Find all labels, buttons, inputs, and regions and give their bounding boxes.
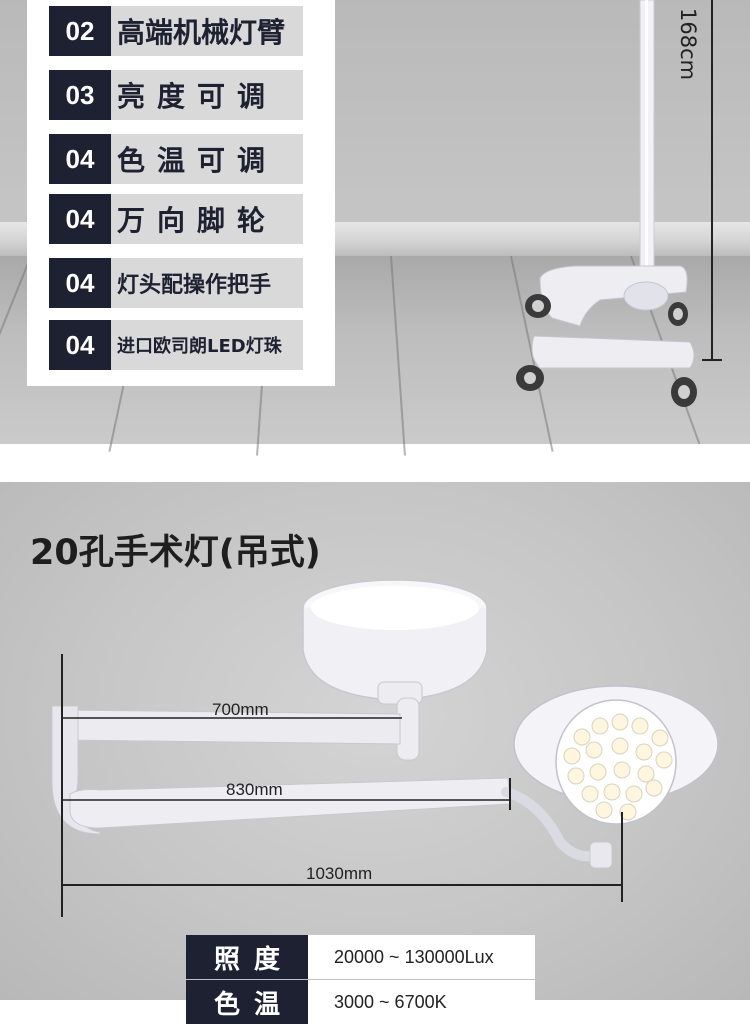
spec-key: 色温 bbox=[186, 980, 308, 1024]
feature-label: 灯头配操作把手 bbox=[117, 273, 272, 298]
feature-item: 04 色温可调 bbox=[49, 134, 303, 184]
product-title: 20孔手术灯(吊式) bbox=[30, 533, 321, 573]
feature-item: 03 亮度可调 bbox=[49, 70, 303, 120]
mobile-lamp-section: 168cm 02 高端机械灯臂 03 亮度可调 04 色温可调 04 万向脚轮 … bbox=[0, 0, 750, 456]
spec-key: 照度 bbox=[186, 935, 308, 979]
feature-number: 02 bbox=[49, 6, 111, 56]
total-length-dimension: 1030mm bbox=[306, 864, 373, 883]
mobile-stand-illustration bbox=[516, 0, 722, 407]
feature-label: 高端机械灯臂 bbox=[117, 16, 286, 49]
feature-number: 03 bbox=[49, 70, 111, 120]
feature-number: 04 bbox=[49, 134, 111, 184]
spec-row: 色温 3000 ~ 6700K bbox=[186, 980, 535, 1024]
upper-arm-dimension: 700mm bbox=[212, 700, 269, 719]
feature-label: 亮度可调 bbox=[117, 80, 278, 113]
feature-number: 04 bbox=[49, 258, 111, 308]
stand-height-label: 168cm bbox=[676, 8, 700, 81]
feature-label: 进口欧司朗LED灯珠 bbox=[117, 336, 282, 357]
feature-number: 04 bbox=[49, 320, 111, 370]
feature-item: 04 灯头配操作把手 bbox=[49, 258, 303, 308]
spec-value: 20000 ~ 130000Lux bbox=[308, 935, 535, 979]
ceiling-lamp-illustration bbox=[51, 579, 719, 917]
spec-row: 照度 20000 ~ 130000Lux bbox=[186, 935, 535, 979]
feature-item: 02 高端机械灯臂 bbox=[49, 6, 303, 56]
feature-item: 04 万向脚轮 bbox=[49, 194, 303, 244]
lower-arm-dimension: 830mm bbox=[226, 780, 283, 799]
spec-value: 3000 ~ 6700K bbox=[308, 980, 535, 1024]
feature-item: 04 进口欧司朗LED灯珠 bbox=[49, 320, 303, 370]
feature-label: 色温可调 bbox=[117, 144, 278, 177]
feature-list: 02 高端机械灯臂 03 亮度可调 04 色温可调 04 万向脚轮 04 灯头配… bbox=[27, 0, 335, 386]
feature-number: 04 bbox=[49, 194, 111, 244]
spec-table: 照度 20000 ~ 130000Lux 色温 3000 ~ 6700K bbox=[186, 935, 535, 1025]
feature-label: 万向脚轮 bbox=[117, 204, 278, 237]
ceiling-lamp-section: 20孔手术灯(吊式) bbox=[0, 482, 750, 1024]
